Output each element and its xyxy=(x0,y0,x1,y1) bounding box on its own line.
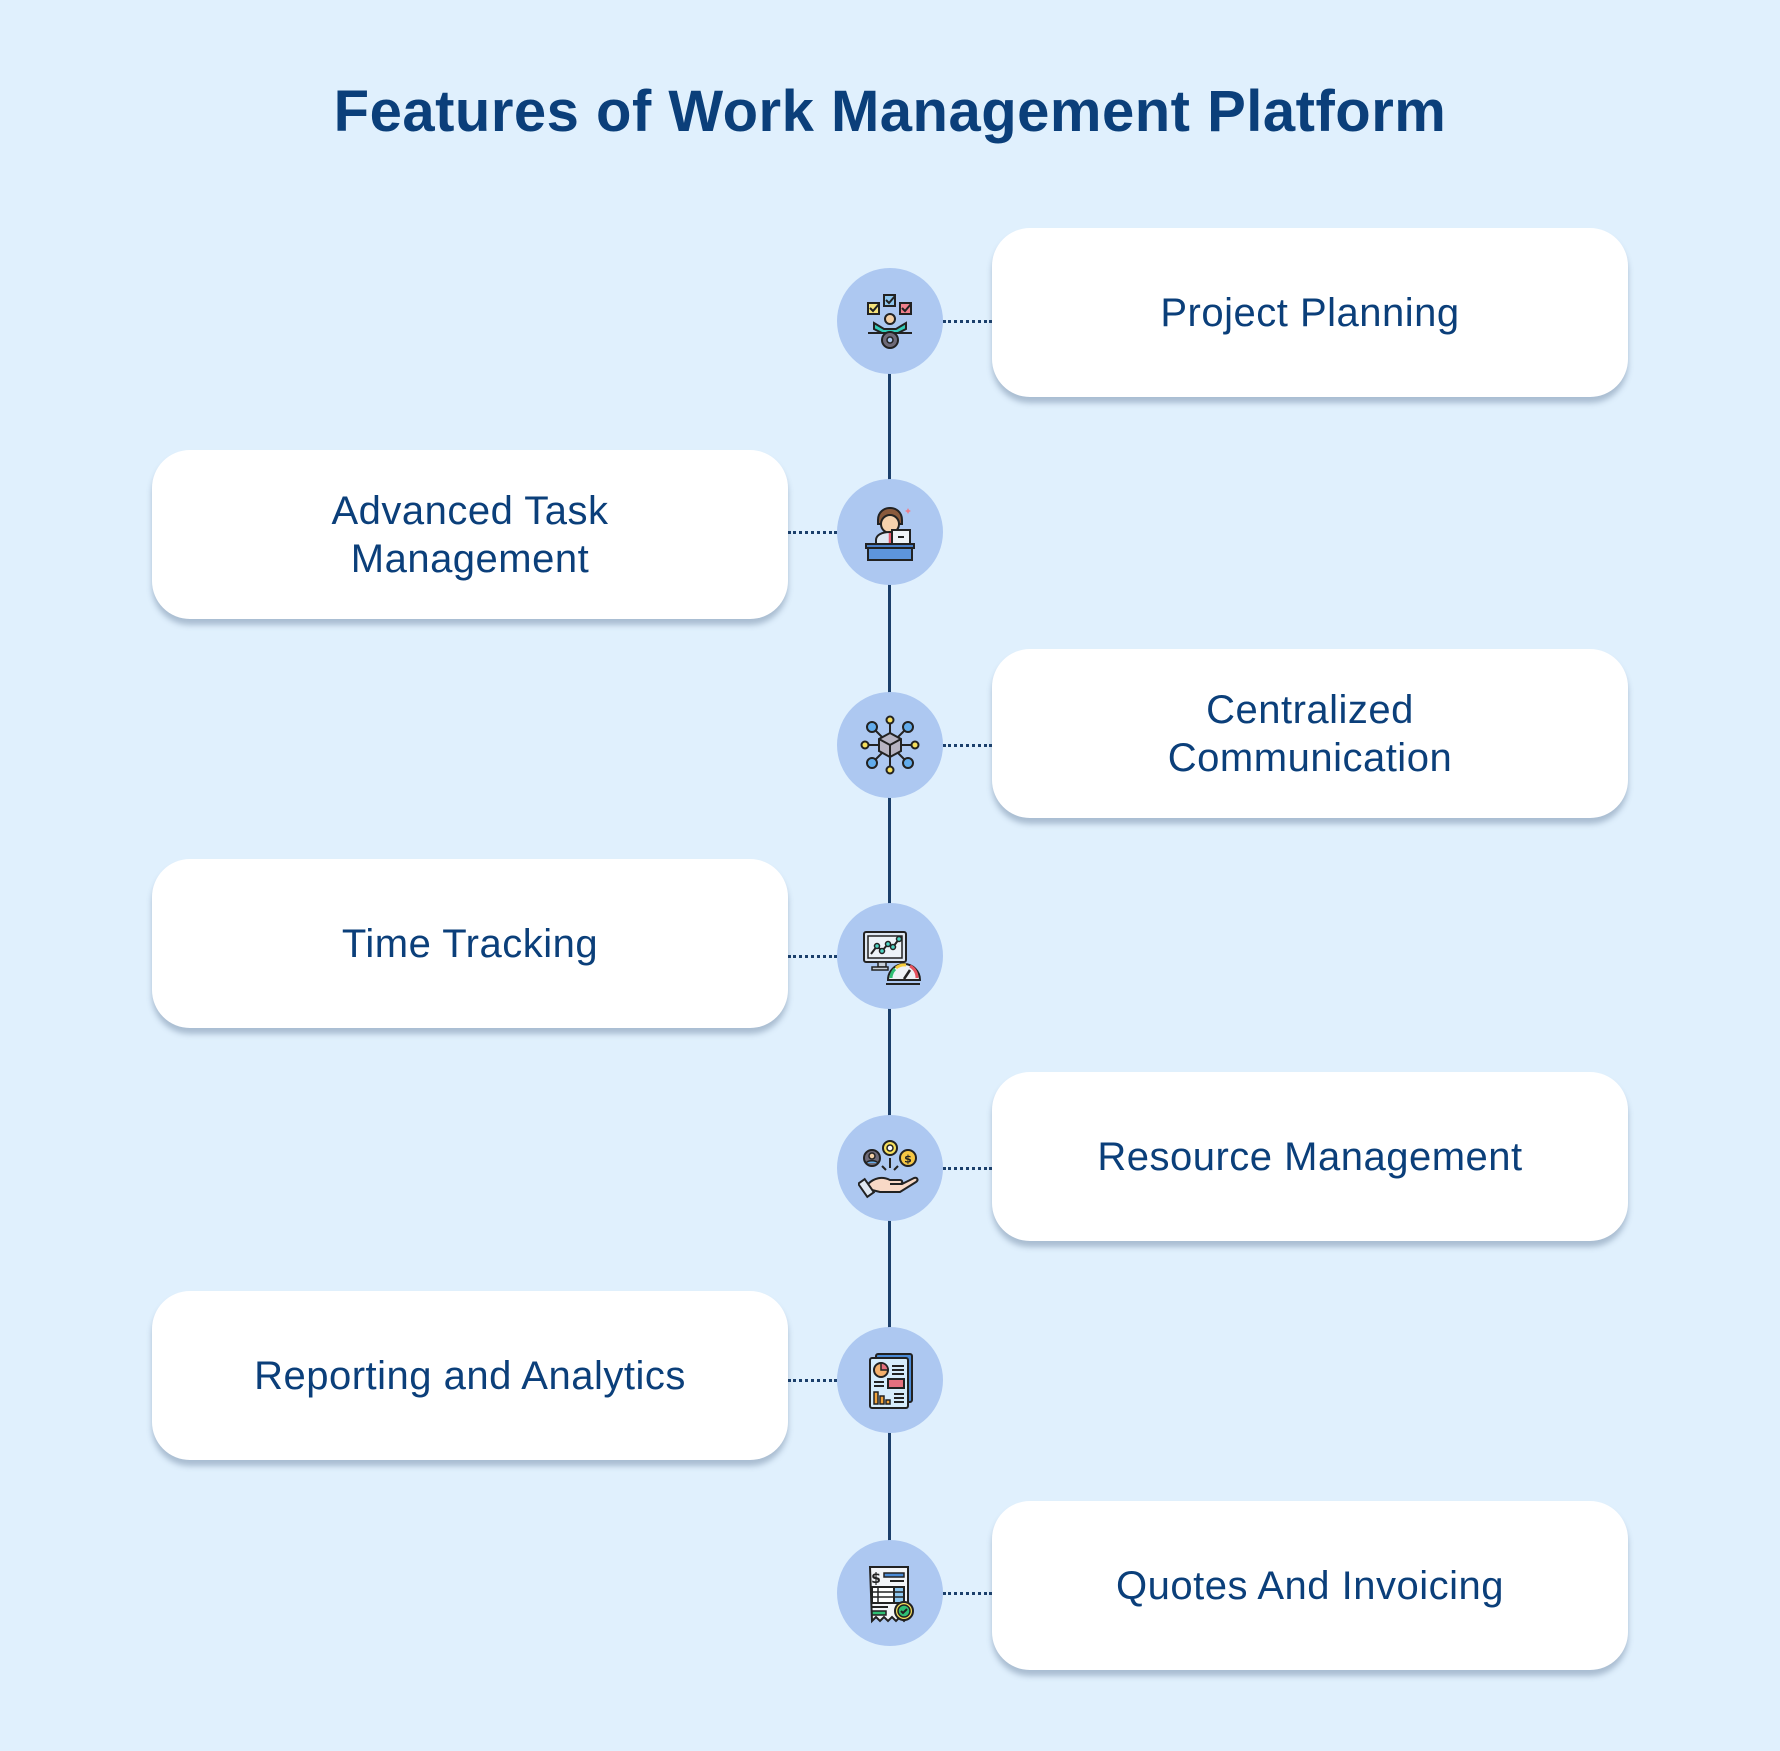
connector-dots-1 xyxy=(943,320,992,323)
feature-node-7: $ xyxy=(837,1540,943,1646)
feature-node-5: $ xyxy=(837,1115,943,1221)
monitor-gauge-icon xyxy=(863,931,922,985)
connector-dots-2 xyxy=(788,531,837,534)
connector-dots-4 xyxy=(788,955,837,958)
task-management-icon xyxy=(865,506,915,561)
feature-label: Time Tracking xyxy=(341,921,599,966)
feature-card-resource-management: Resource Management xyxy=(992,1072,1628,1241)
feature-label: Resource Management xyxy=(1097,1134,1523,1179)
feature-label: Quotes And Invoicing xyxy=(1115,1563,1505,1608)
feature-card-project-planning: Project Planning xyxy=(992,228,1628,397)
resource-hand-icon: $ xyxy=(858,1140,919,1199)
feature-label: Advanced Task Management xyxy=(331,488,609,581)
feature-label: Centralized Communication xyxy=(1167,687,1453,780)
connector-dots-3 xyxy=(943,744,992,747)
feature-card-quotes-invoicing: Quotes And Invoicing xyxy=(992,1501,1628,1670)
feature-card-centralized-communication: Centralized Communication xyxy=(992,649,1628,818)
svg-text:$: $ xyxy=(871,1571,881,1587)
report-document-icon xyxy=(869,1353,913,1409)
page-title: Features of Work Management Platform xyxy=(333,79,1447,144)
feature-label: Reporting and Analytics xyxy=(254,1353,686,1398)
project-planning-icon xyxy=(867,294,912,349)
svg-text:$: $ xyxy=(904,1153,912,1166)
feature-label: Project Planning xyxy=(1160,290,1460,335)
feature-card-time-tracking: Time Tracking xyxy=(152,859,788,1028)
feature-card-advanced-task-management: Advanced Task Management xyxy=(152,450,788,619)
feature-node-4 xyxy=(837,903,943,1009)
feature-node-1 xyxy=(837,268,943,374)
feature-card-reporting-analytics: Reporting and Analytics xyxy=(152,1291,788,1460)
connector-dots-6 xyxy=(788,1379,837,1382)
feature-node-6 xyxy=(837,1327,943,1433)
feature-node-2 xyxy=(837,479,943,585)
connector-dots-5 xyxy=(943,1167,992,1170)
connector-dots-7 xyxy=(943,1592,992,1595)
network-hub-icon xyxy=(860,715,920,775)
invoice-icon: $ xyxy=(868,1566,914,1624)
feature-node-3 xyxy=(837,692,943,798)
